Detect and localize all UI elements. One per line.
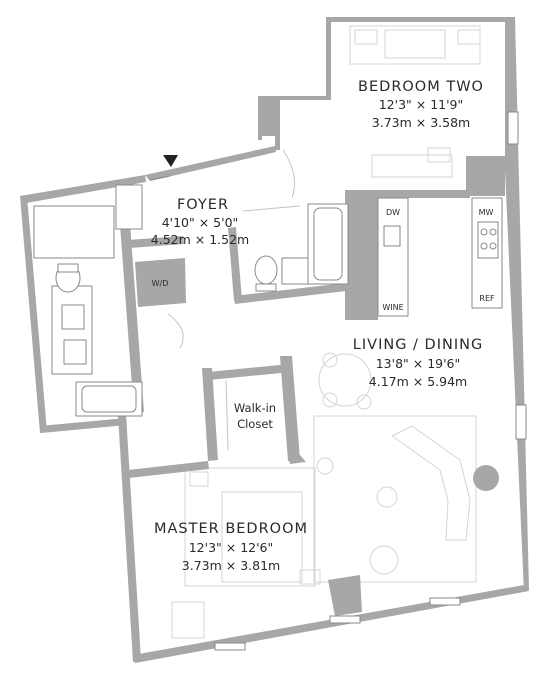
- living-dining-name: LIVING / DINING: [353, 337, 483, 353]
- wine-label: WINE: [382, 303, 403, 312]
- wall-closet-left: [202, 368, 218, 461]
- wall-left: [20, 196, 47, 433]
- labels: BEDROOM TWO 12'3" × 11'9" 3.73m × 3.58m …: [151, 79, 495, 573]
- wall-wd: [135, 258, 186, 307]
- master-bedroom-name: MASTER BEDROOM: [154, 521, 308, 537]
- wall-column: [466, 156, 505, 196]
- furniture: [171, 25, 481, 639]
- kitchen-counter-left: [377, 197, 409, 317]
- closet-label-1: Walk-in: [234, 401, 276, 415]
- wall-left-diag: [20, 175, 146, 203]
- wall-master-top: [128, 461, 209, 478]
- master-shower: [33, 205, 115, 259]
- wall-right: [505, 17, 529, 592]
- wall-wd-top: [128, 236, 184, 248]
- wall-bath2-bottom: [234, 283, 346, 304]
- mw-label: MW: [479, 208, 494, 217]
- master-bedroom-dim-metric: 3.73m × 3.81m: [182, 558, 280, 573]
- closet-label-2: Closet: [237, 417, 273, 431]
- wall-kitchen-mid: [345, 195, 378, 320]
- wall-bottom: [133, 585, 529, 663]
- wall-bedroom-two-top: [326, 17, 512, 22]
- wall-notch-right: [275, 100, 280, 150]
- wall-column-bottom: [328, 575, 362, 616]
- foyer-dim-imperial: 4'10" × 5'0": [162, 215, 239, 230]
- bedroom-two-name: BEDROOM TWO: [358, 79, 484, 95]
- wall-bedroom-two-left: [326, 17, 331, 96]
- bath2-vanity: [281, 257, 309, 285]
- entry-arrow-icon: [163, 155, 178, 167]
- wd-label: W/D: [152, 279, 169, 288]
- wall-bath2-left: [228, 227, 242, 301]
- wall-master-divider: [288, 455, 306, 464]
- bedroom-two-dim-imperial: 12'3" × 11'9": [379, 97, 464, 112]
- master-bedroom-dim-imperial: 12'3" × 12'6": [189, 540, 274, 555]
- dw-label: DW: [386, 208, 400, 217]
- wall-bedroom2-bottom: [345, 190, 470, 198]
- wall-left-master: [118, 414, 141, 662]
- fixtures: [33, 149, 503, 491]
- wall-foyer-top: [145, 146, 276, 181]
- living-dining-dim-imperial: 13'8" × 19'6": [376, 356, 461, 371]
- wall-notch: [258, 96, 331, 140]
- foyer-name: FOYER: [177, 197, 229, 213]
- foyer-dim-metric: 4.52m × 1.52m: [151, 232, 249, 247]
- ref-label: REF: [479, 294, 495, 303]
- wall-bath-right: [118, 197, 144, 413]
- wall-closet-top: [208, 364, 291, 380]
- bath2-toilet: [254, 255, 278, 285]
- wall-closet-right: [280, 356, 300, 461]
- bedroom-two-dim-metric: 3.73m × 3.58m: [372, 115, 470, 130]
- windows: [214, 111, 527, 651]
- living-dining-dim-metric: 4.17m × 5.94m: [369, 374, 467, 389]
- wall-left-lower: [40, 418, 127, 433]
